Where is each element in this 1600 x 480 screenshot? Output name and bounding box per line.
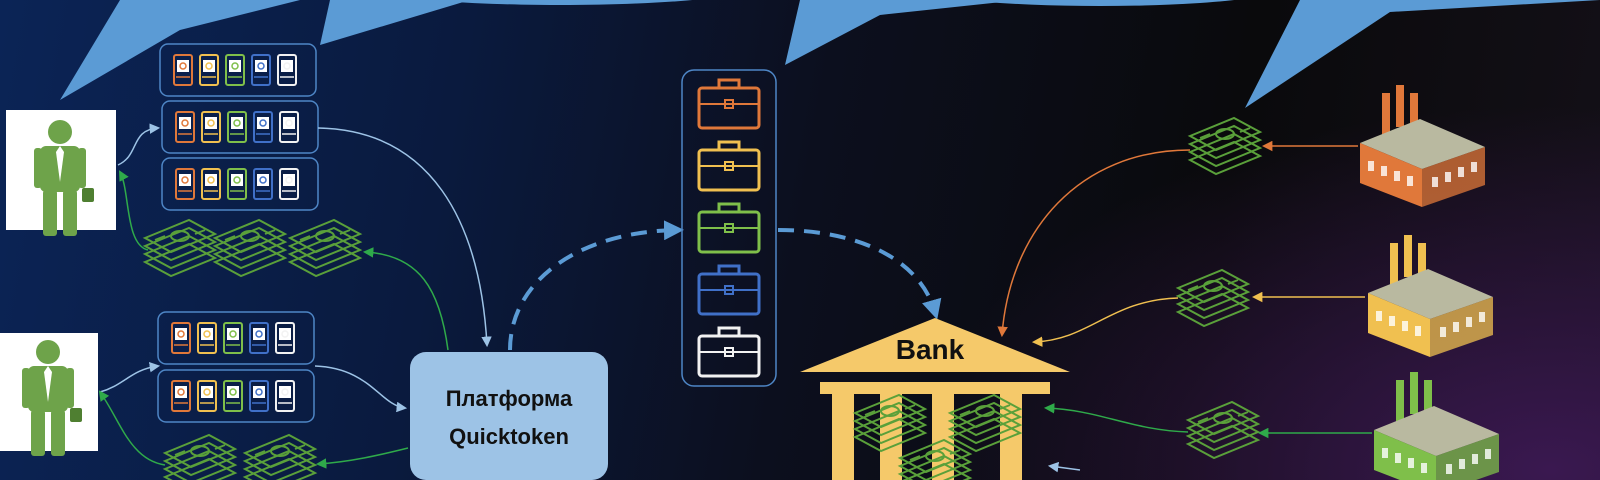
speech-bubble-tails [60, 0, 1600, 108]
arrow-person-to-tokens-top [117, 123, 161, 166]
briefcase-yellow [697, 140, 761, 192]
money-stack-left-4 [164, 434, 236, 480]
token-green [223, 322, 243, 354]
token-orange [173, 54, 193, 86]
token-blue [253, 168, 273, 200]
bubble-tail-mid [785, 0, 1020, 65]
token-blue [249, 380, 269, 412]
token-green [225, 54, 245, 86]
arrow-money-orange-to-bank [997, 149, 1191, 338]
money-stack-right-1 [1189, 117, 1261, 175]
bubble-tail-left-2 [320, 0, 470, 45]
arrow-person-to-tokens-bottom [99, 361, 161, 393]
dashed-arrow-briefcases-to-bank [777, 228, 942, 320]
money-stack-left-3 [289, 219, 361, 277]
arrow-tokens-to-platform [317, 127, 492, 348]
bank-label: Bank [896, 334, 965, 365]
bank-building: Bank [800, 318, 1070, 480]
dashed-arrow-platform-to-briefcases [508, 220, 684, 351]
arrow-bank-bottom [1047, 461, 1081, 473]
briefcase-orange [697, 78, 761, 130]
money-stack-right-2 [1177, 269, 1249, 327]
token-green [227, 168, 247, 200]
token-blue [253, 111, 273, 143]
factory-green [1374, 372, 1499, 480]
token-yellow [197, 380, 217, 412]
arrow-money-to-person-bottom [98, 390, 166, 466]
token-wallet-5 [157, 369, 315, 423]
arrow-tokens-to-platform-bottom [314, 365, 408, 413]
money-stack-right-3 [1187, 401, 1259, 459]
briefcase-panel [681, 69, 777, 387]
token-yellow [199, 54, 219, 86]
arrow-platform-to-money-top [362, 247, 449, 351]
token-white [277, 54, 297, 86]
token-white [275, 380, 295, 412]
platform-box: Платформа Quicktoken [410, 352, 608, 480]
factory-orange [1360, 85, 1485, 207]
person-bottom [0, 333, 98, 456]
token-yellow [197, 322, 217, 354]
token-orange [175, 168, 195, 200]
briefcase-blue [697, 264, 761, 316]
token-orange [171, 380, 191, 412]
platform-label-line2: Quicktoken [449, 424, 569, 449]
arrow-platform-to-money-bottom [315, 447, 409, 469]
token-orange [175, 111, 195, 143]
platform-label-line1: Платформа [446, 386, 573, 411]
token-yellow [201, 168, 221, 200]
bubble-tail-left [60, 0, 300, 100]
token-blue [249, 322, 269, 354]
arrow-money-green-to-bank [1043, 403, 1189, 433]
money-stack-left-5 [244, 434, 316, 480]
factory-yellow [1368, 235, 1493, 357]
token-yellow [201, 111, 221, 143]
bubble-body-left [427, 0, 693, 5]
token-wallets [157, 43, 319, 423]
money-stack-left-2 [214, 219, 286, 277]
token-orange [171, 322, 191, 354]
briefcase-white [697, 326, 761, 378]
arrow-money-to-person-top [118, 170, 149, 251]
token-white [279, 111, 299, 143]
briefcase-green [697, 202, 761, 254]
token-wallet-3 [161, 157, 319, 211]
arrow-money-yellow-to-bank [1031, 297, 1179, 347]
token-wallet-2 [161, 100, 319, 154]
money-stack-left-1 [144, 219, 216, 277]
token-white [275, 322, 295, 354]
token-green [227, 111, 247, 143]
token-white [279, 168, 299, 200]
token-wallet-1 [159, 43, 317, 97]
person-top [6, 110, 116, 236]
bubble-tail-right [1245, 0, 1600, 108]
token-blue [251, 54, 271, 86]
token-green [223, 380, 243, 412]
token-wallet-4 [157, 311, 315, 365]
bubble-body-mid [965, 0, 1235, 6]
